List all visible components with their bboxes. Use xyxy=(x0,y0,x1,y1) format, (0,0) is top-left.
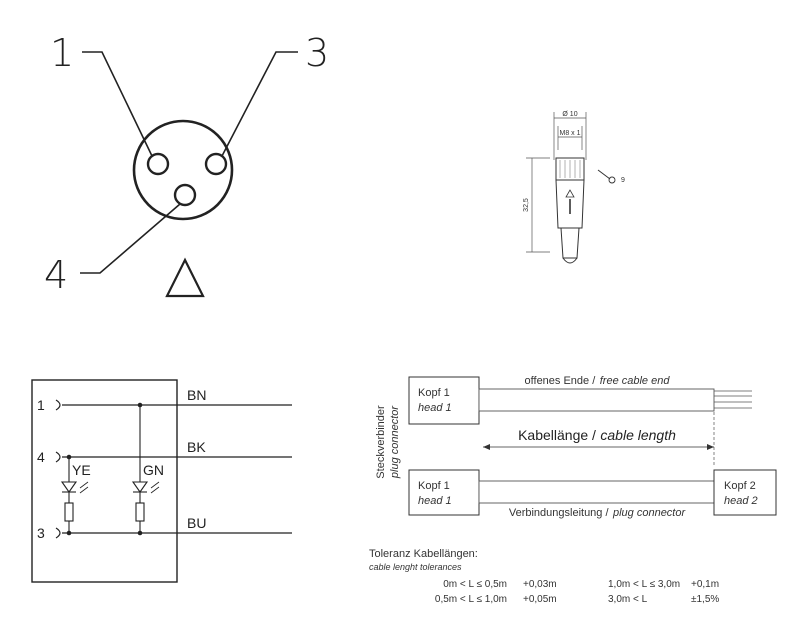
tolerance-table: Toleranz Kabellängen: cable lenght toler… xyxy=(369,548,719,605)
wire-label-bk: BK xyxy=(187,439,206,455)
tol-row-2-value: +0,05m xyxy=(523,594,557,605)
tol-row-2-range: 0,5m < L ≤ 1,0m xyxy=(435,594,507,605)
cable-sleeve xyxy=(560,227,580,259)
pin-4-label: 4 xyxy=(44,253,68,297)
pin-3-label: 3 xyxy=(305,31,329,75)
free-end-label: offenes Ende / free cable end xyxy=(525,371,671,388)
cable-diagram: Steckverbinder plug connector Kopf 1 hea… xyxy=(375,371,777,520)
connector-face-outline xyxy=(132,119,234,221)
led-label-gn: GN xyxy=(143,462,164,478)
diameter-label: Ø 10 xyxy=(562,111,577,118)
side-label-en: plug connector xyxy=(389,405,401,479)
tol-row-1-value: +0,03m xyxy=(523,579,557,590)
pin-1-contact xyxy=(146,152,170,176)
led-label-ye: YE xyxy=(72,462,91,478)
wrench-icon xyxy=(597,169,611,180)
tol-row-1-range2: 1,0m < L ≤ 3,0m xyxy=(608,579,680,590)
tol-row-2-value2: ±1,5% xyxy=(691,594,719,605)
tol-row-1-range: 0m < L ≤ 0,5m xyxy=(443,579,507,590)
head-2-de: Kopf 2 xyxy=(724,480,756,492)
wire-label-bn: BN xyxy=(187,387,206,403)
tol-row-2-range2: 3,0m < L xyxy=(608,594,648,605)
bottom-head-1-en: head 1 xyxy=(418,495,452,507)
bottom-head-2 xyxy=(713,469,777,516)
tolerance-title-de: Toleranz Kabellängen: xyxy=(369,548,478,560)
connection-label: Verbindungsleitung / plug connector xyxy=(509,503,687,520)
resistor-ye-icon xyxy=(64,502,74,522)
pin-3-leader xyxy=(221,51,298,157)
pin-4-leader xyxy=(80,203,181,274)
top-head-1-de: Kopf 1 xyxy=(418,387,450,399)
pin-1-label: 1 xyxy=(50,31,74,75)
pinout-diagram: 1 3 4 xyxy=(44,31,329,298)
schematic-pin-1: 1 xyxy=(37,397,45,413)
head-2-en: head 2 xyxy=(724,495,758,507)
bottom-cable xyxy=(478,480,715,504)
side-label-de: Steckverbinder xyxy=(375,405,387,479)
top-head-1 xyxy=(408,376,480,425)
bottom-head-1 xyxy=(408,469,480,516)
top-cable xyxy=(478,388,715,412)
tolerance-title-en: cable lenght tolerances xyxy=(369,562,462,572)
pin-4-contact xyxy=(173,183,197,207)
wire-label-bu: BU xyxy=(187,515,206,531)
resistor-gn-icon xyxy=(135,502,145,522)
led-gn-icon xyxy=(131,481,149,493)
length-label: 32,5 xyxy=(523,198,530,212)
wrench-size-label: 9 xyxy=(621,177,625,184)
pin-3-contact xyxy=(204,152,228,176)
cable-length-label: Kabellänge / cable length xyxy=(518,427,676,444)
bottom-head-1-de: Kopf 1 xyxy=(418,480,450,492)
coding-triangle-icon xyxy=(165,257,205,298)
thread-label: M8 x 1 xyxy=(559,130,580,137)
wiring-schematic: 1 4 3 BN BK BU YE GN xyxy=(31,379,292,583)
schematic-box xyxy=(31,379,178,583)
tol-row-1-value2: +0,1m xyxy=(691,579,719,590)
schematic-pin-3: 3 xyxy=(37,525,45,541)
led-ye-icon xyxy=(60,481,78,493)
pin-1-leader xyxy=(82,51,153,157)
top-head-1-en: head 1 xyxy=(418,402,452,414)
dimension-drawing: Ø 10 M8 x 1 32,5 9 xyxy=(523,111,625,264)
schematic-pin-4: 4 xyxy=(37,449,45,465)
